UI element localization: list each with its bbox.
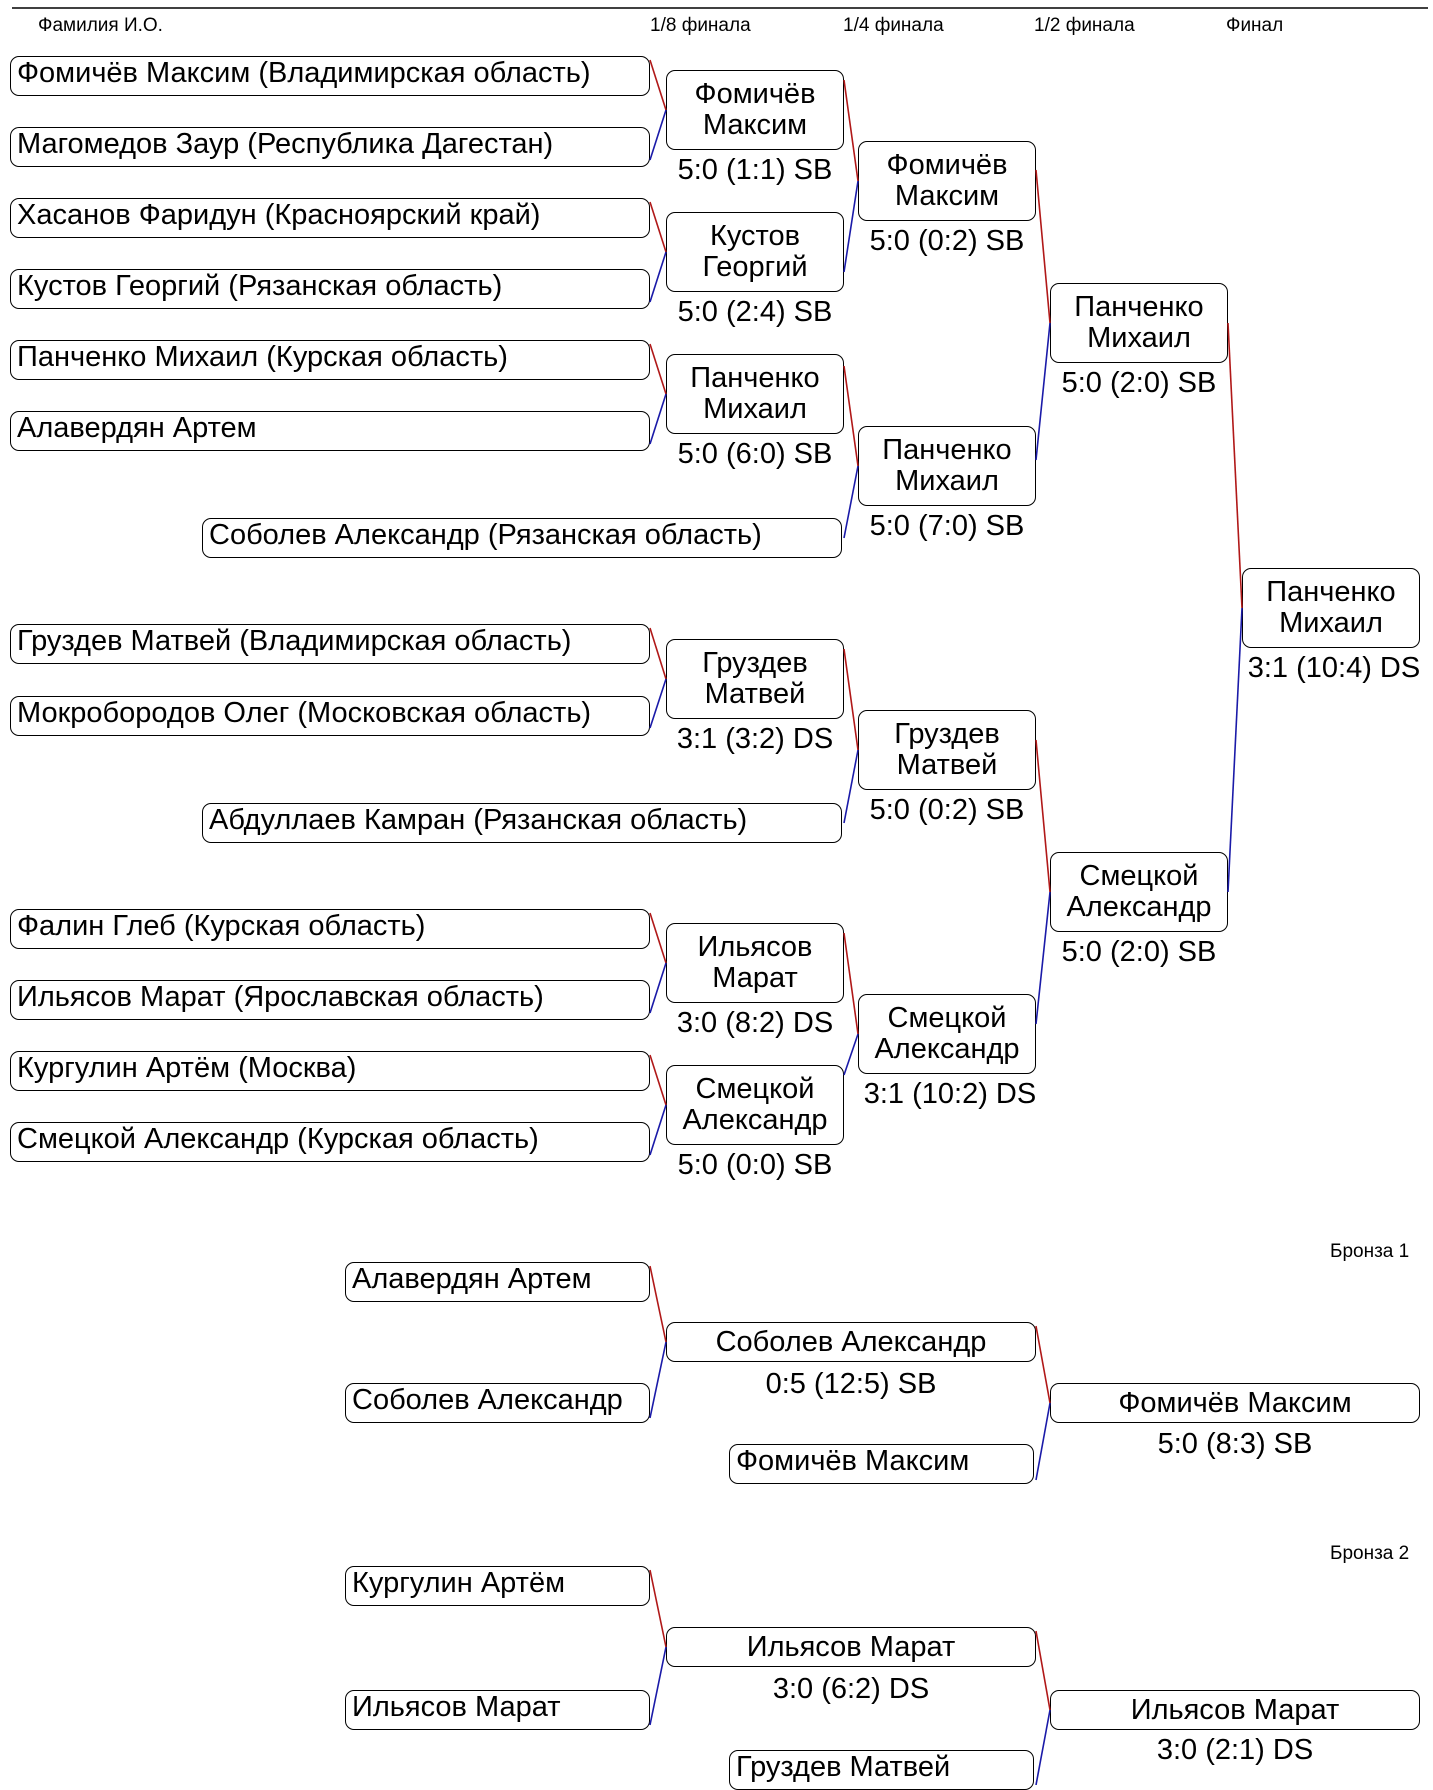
connector-top [843,648,859,751]
connector-top [1035,1630,1051,1711]
participant-entry: Алавердян Артем [10,411,650,451]
bronze2-participant: Кургулин Артём [345,1566,650,1606]
header-semifinal: 1/2 финала [1034,15,1135,36]
header-round-of-16: 1/8 финала [650,15,751,36]
bronze2-participant: Ильясов Марат [345,1690,650,1730]
bronze1-participant: Фомичёв Максим [729,1444,1034,1484]
r16-score: 5:0 (1:1) SB [677,154,833,186]
connector-bottom [843,180,859,273]
bronze1-winner: Фомичёв Максим [1050,1383,1420,1423]
qf-score: 5:0 (0:2) SB [869,794,1025,826]
connector-bottom [1035,1402,1051,1481]
connector-bottom [1035,1709,1051,1785]
final-score: 3:1 (10:4) DS [1247,652,1421,684]
participant-entry: Фомичёв Максим (Владимирская область) [10,56,650,96]
connector-top [649,1265,667,1343]
header-final: Финал [1226,15,1284,36]
participant-entry: Кустов Георгий (Рязанская область) [10,269,650,309]
connector-bottom [843,465,859,539]
connector-top [649,1569,667,1648]
connector-bottom [649,962,667,1014]
connector-top [843,932,859,1035]
participant-entry: Фалин Глеб (Курская область) [10,909,650,949]
participant-entry: Абдуллаев Камран (Рязанская область) [202,803,842,843]
r16-score: 3:0 (8:2) DS [676,1007,834,1039]
qf-score: 5:0 (0:2) SB [869,225,1025,257]
bronze1-score: 5:0 (8:3) SB [1157,1428,1313,1460]
connector-bottom [649,1104,667,1156]
participant-entry: Соболев Александр (Рязанская область) [202,518,842,558]
participant-entry: Панченко Михаил (Курская область) [10,340,650,380]
header-quarterfinal: 1/4 финала [843,15,944,36]
connector-bottom [1035,891,1051,1025]
connector-bottom [649,251,667,303]
connector-top [649,627,667,680]
r16-score: 5:0 (2:4) SB [677,296,833,328]
bronze1-semi-winner: Соболев Александр [666,1322,1036,1362]
qf-score: 3:1 (10:2) DS [863,1078,1037,1110]
connector-bottom [649,109,667,161]
bronze1-participant: Алавердян Артем [345,1262,650,1302]
connector-top [1035,169,1051,324]
bronze1-label: Бронза 1 [1330,1241,1410,1262]
connector-bottom [1035,322,1051,461]
bronze1-semi-score: 0:5 (12:5) SB [765,1368,937,1400]
bronze2-semi-winner: Ильясов Марат [666,1627,1036,1667]
connector-bottom [843,749,859,824]
connector-top [649,59,667,111]
participant-entry: Ильясов Марат (Ярославская область) [10,980,650,1020]
connector-top [649,912,667,964]
connector-top [1035,1325,1051,1404]
r16-score: 5:0 (0:0) SB [677,1149,833,1181]
connector-bottom [649,393,667,445]
bronze2-semi-score: 3:0 (6:2) DS [772,1673,930,1705]
connector-bottom [1227,607,1243,893]
sf-score: 5:0 (2:0) SB [1061,367,1217,399]
r16-score: 5:0 (6:0) SB [677,438,833,470]
bronze2-participant: Груздев Матвей [729,1750,1034,1790]
participant-entry: Груздев Матвей (Владимирская область) [10,624,650,664]
connector-top [843,79,859,182]
participant-entry: Смецкой Александр (Курская область) [10,1122,650,1162]
participant-entry: Магомедов Заур (Республика Дагестан) [10,127,650,167]
connector-top [1227,322,1243,609]
connector-top [649,201,667,253]
connector-bottom [649,678,667,729]
qf-score: 5:0 (7:0) SB [869,510,1025,542]
participant-entry: Мокробородов Олег (Московская область) [10,696,650,736]
participant-entry: Кургулин Артём (Москва) [10,1051,650,1091]
connector-top [1035,739,1051,893]
r16-score: 3:1 (3:2) DS [676,723,834,755]
participant-entry: Хасанов Фаридун (Красноярский край) [10,198,650,238]
connector-top [649,1054,667,1106]
connector-top [843,365,859,467]
header-name-column: Фамилия И.О. [38,15,163,36]
bronze2-label: Бронза 2 [1330,1543,1410,1564]
bronze1-participant: Соболев Александр [345,1383,650,1423]
connector-bottom [649,1341,667,1419]
bronze2-winner: Ильясов Марат [1050,1690,1420,1730]
connector-bottom [649,1646,667,1726]
connector-top [649,343,667,395]
bronze2-score: 3:0 (2:1) DS [1156,1734,1314,1766]
connector-bottom [843,1033,859,1076]
sf-score: 5:0 (2:0) SB [1061,936,1217,968]
